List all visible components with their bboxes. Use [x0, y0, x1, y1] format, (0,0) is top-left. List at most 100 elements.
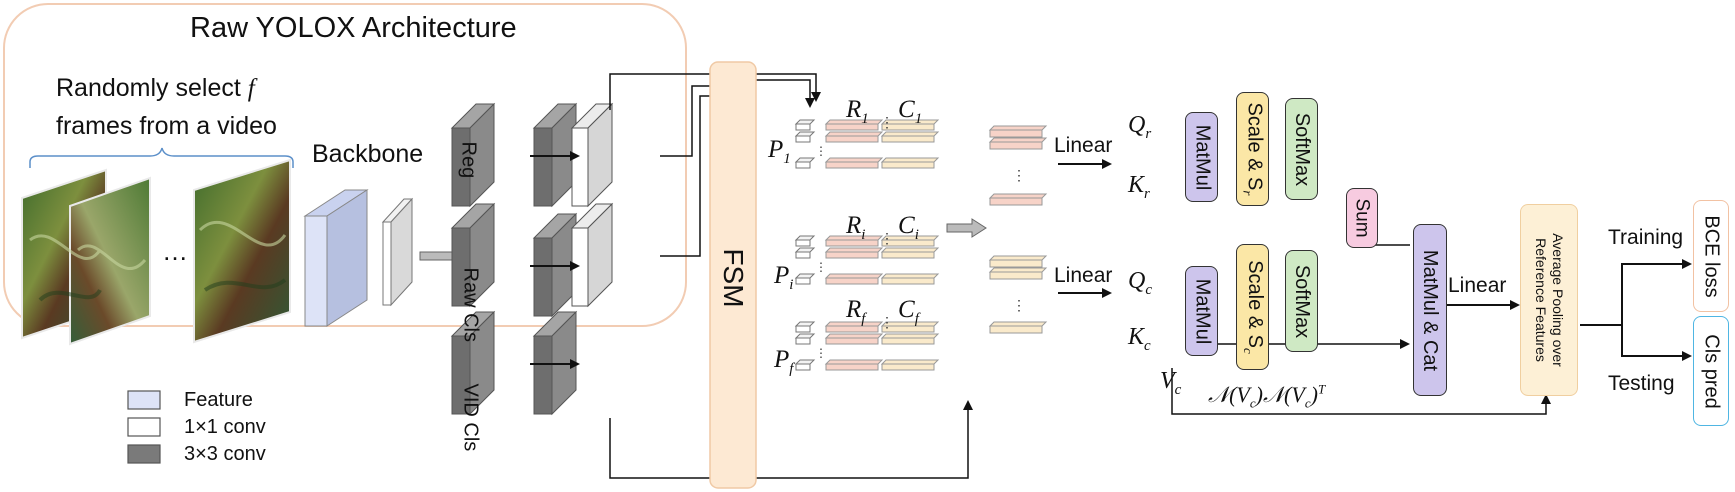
proposal-box-pi	[794, 235, 816, 247]
proposal-box-p1-top	[794, 131, 816, 137]
proposal-box-p1-top	[794, 157, 816, 163]
pooling-line1: Average Pooling over	[1550, 233, 1567, 367]
cls-bar-pf-front	[881, 325, 935, 333]
raw-cls-head-text: Raw Cls	[459, 267, 482, 342]
kr-label: Kr	[1128, 172, 1150, 202]
reg-bar-pi-top	[824, 273, 884, 279]
proposal-box-pf-front	[795, 325, 811, 333]
scale-r-text: Scale & Sr	[1240, 102, 1266, 196]
backbone-blocks	[303, 189, 414, 327]
proposal-box-pi-front	[795, 239, 811, 247]
cls-bar-pf-front	[881, 363, 935, 371]
reg-bar-pi-front	[825, 277, 879, 285]
reg-stack-bar-top	[988, 125, 1048, 131]
frame-brace	[29, 147, 294, 168]
linear-r-label: Linear	[1054, 134, 1113, 157]
reg-bar-pf	[824, 333, 884, 345]
proposal-box-pi-top	[794, 247, 816, 253]
proposal-box-pi	[794, 273, 816, 285]
cls-bar-p1-top	[880, 157, 940, 163]
video-frame	[193, 158, 291, 344]
cls-bar-p1-front	[881, 135, 935, 143]
input-caption-var: f	[247, 75, 255, 102]
cf-label: Cf	[898, 296, 919, 327]
matmul-r-text: MatMul	[1191, 124, 1214, 190]
vc-label: Vc	[1160, 368, 1182, 398]
pooling-text: Average Pooling over Reference Features	[1532, 233, 1566, 367]
cls-bar-p1	[880, 131, 940, 143]
softmax-c-box: SoftMax	[1285, 250, 1318, 352]
bce-loss-box: BCE loss	[1693, 200, 1729, 312]
vid-conv-b-front	[533, 335, 553, 415]
reg-stack-bar	[988, 193, 1048, 206]
reg-bar-pi-front	[825, 239, 879, 247]
cls-stack-bar-front	[989, 259, 1043, 268]
cls-stack-bar-front	[989, 325, 1043, 334]
proposal-box-pi-front	[795, 277, 811, 285]
linear-out-label: Linear	[1448, 274, 1507, 297]
ci-label: Ci	[898, 212, 919, 243]
frames-ellipsis: …	[162, 236, 188, 266]
proposal-dots-p1: ⋮	[815, 144, 827, 158]
reg-bar-pf-front	[825, 325, 879, 333]
cls-bar-p1	[880, 119, 940, 131]
proposal-bars: ⋮⋮⋮⋮⋮⋮	[794, 114, 940, 371]
norm-formula-text: 𝒩(Vc)𝒩(Vc)T	[1208, 382, 1326, 411]
reg-bar-p1	[824, 131, 884, 143]
reg-conv-1x1	[570, 102, 614, 208]
c1-label: C1	[898, 96, 923, 127]
reg-bar-pf-front	[825, 337, 879, 345]
aggregated-stacks: ⋮⋮	[988, 125, 1048, 334]
vid-loop-arrow	[609, 400, 973, 479]
proposal-box-pf-front	[795, 363, 811, 371]
matmul-c-box: MatMul	[1185, 266, 1218, 356]
cls-bar-pi-front	[881, 239, 935, 247]
reg-bar-pf-top	[824, 359, 884, 365]
rc-separator: ⋮	[880, 314, 894, 330]
cls-conv-a-front	[451, 227, 471, 307]
proposal-box-pf-top	[794, 359, 816, 365]
cls-bar-pi-front	[881, 251, 935, 259]
reg-stack-bar	[988, 125, 1048, 138]
reg-bar-p1-front	[825, 161, 879, 169]
backbone-label: Backbone	[312, 140, 424, 168]
reg-stack-bar	[988, 137, 1048, 150]
matmul-cat-box: MatMul & Cat	[1413, 224, 1447, 396]
input-caption-text: Randomly select	[56, 74, 241, 102]
cls-conv-b-front	[533, 237, 553, 317]
cls-stack-bar-top	[988, 255, 1048, 261]
cls-bar-pf	[880, 333, 940, 345]
reg-bar-pf-front	[825, 363, 879, 371]
bce-loss-text: BCE loss	[1700, 214, 1723, 298]
cls-bar-pi	[880, 273, 940, 285]
reg-bar-pf	[824, 321, 884, 333]
proposal-box-pf-front	[795, 337, 811, 345]
scale-c-text: Scale & Sc	[1240, 260, 1266, 354]
reg-to-fsm-line	[660, 85, 710, 157]
reg-bar-p1-top	[824, 131, 884, 137]
reg-bar-p1-top	[824, 157, 884, 163]
reg-conv-a-front	[451, 127, 471, 207]
cls-stack-bar-top	[988, 321, 1048, 327]
cls-bar-pi	[880, 235, 940, 247]
ri-label: Ri	[846, 212, 866, 243]
norm-path-arrow	[1171, 368, 1551, 415]
cls-bar-pi-top	[880, 273, 940, 279]
reg-bar-pi-front	[825, 251, 879, 259]
cls-bar-pi	[880, 247, 940, 259]
vid-cls-head-text: VID Cls	[459, 383, 482, 452]
yolox-title: Raw YOLOX Architecture	[190, 12, 517, 44]
reg-bar-p1-front	[825, 123, 879, 131]
cls-pred-text: Cls pred	[1700, 333, 1723, 409]
legend-conv1-swatch	[127, 417, 161, 437]
cls-conv-1x1	[570, 202, 614, 308]
proposal-box-p1-top	[794, 119, 816, 125]
training-label: Training	[1608, 226, 1684, 249]
pi-label: Pi	[774, 262, 794, 293]
reg-stack-bar-top	[988, 137, 1048, 143]
legend-conv1-label: 1×1 conv	[184, 416, 266, 438]
cls-stack-bar-top	[988, 267, 1048, 273]
proposal-box-pf	[794, 359, 816, 371]
proposal-box-p1	[794, 119, 816, 131]
